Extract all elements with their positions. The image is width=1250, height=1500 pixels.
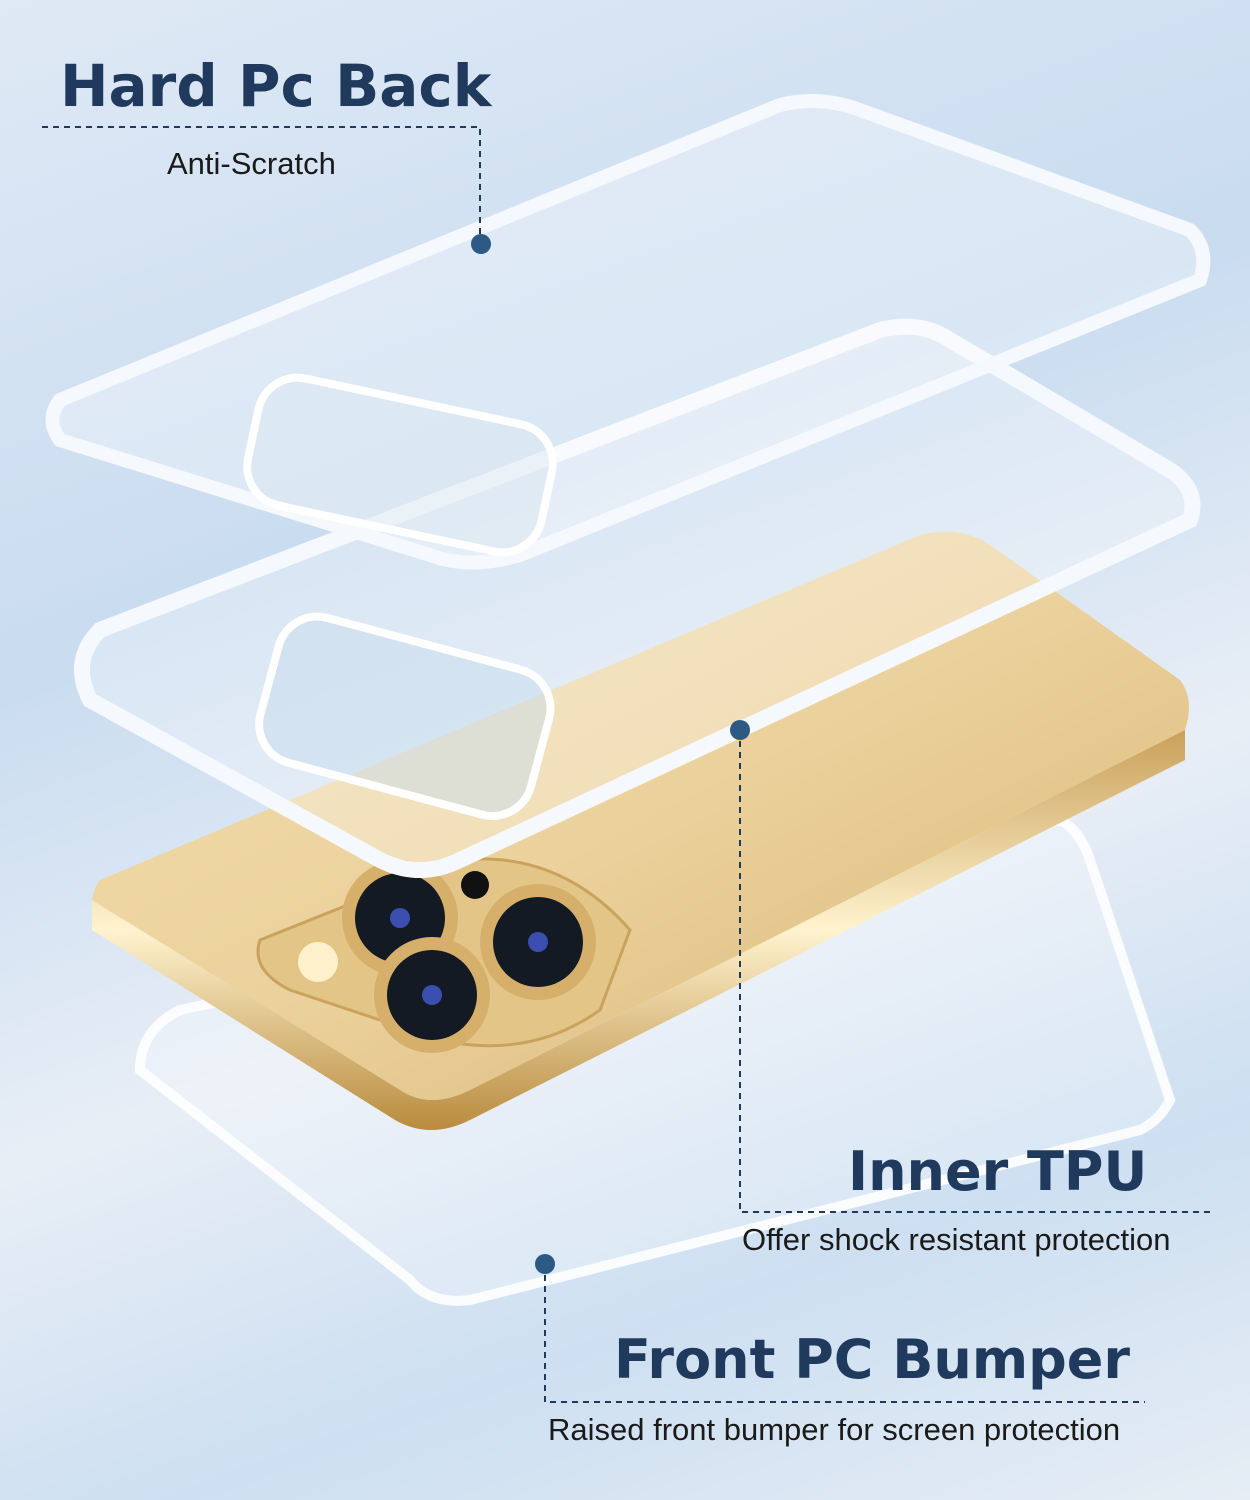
feature-title: Hard Pc Back (60, 52, 492, 120)
feature-title: Front PC Bumper (614, 1328, 1131, 1391)
tpu-camera-cutout (255, 612, 555, 820)
callout-dot (730, 720, 750, 740)
callout-dot (535, 1254, 555, 1274)
camera-lens-icon (298, 860, 596, 1053)
callout-dot (471, 234, 491, 254)
back-camera-cutout (243, 373, 557, 557)
feature-subtitle: Anti-Scratch (167, 146, 336, 181)
feature-title: Inner TPU (848, 1140, 1148, 1203)
front-bumper (134, 814, 1176, 1306)
feature-subtitle: Raised front bumper for screen protectio… (548, 1412, 1121, 1447)
callout-lines (42, 126, 1212, 1403)
feature-subtitle: Offer shock resistant protection (742, 1222, 1171, 1257)
